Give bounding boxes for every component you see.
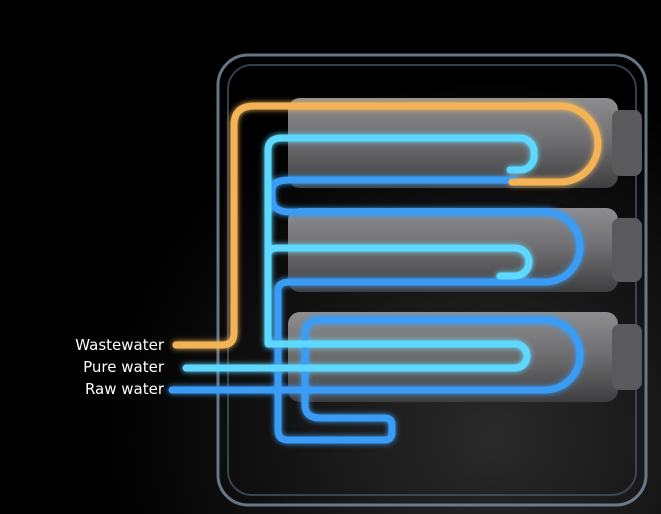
filter-cartridge-top: [288, 98, 618, 188]
filter-cartridge-bottom: [288, 312, 618, 402]
pure-water-label: Pure water: [83, 358, 164, 376]
raw-water-pipe: [168, 176, 584, 444]
wastewater-pipe: [172, 102, 602, 349]
raw-water-label: Raw water: [84, 380, 164, 398]
housing-frame: [216, 53, 648, 507]
filter-cartridges: [288, 98, 642, 402]
pure-water-pipe: [182, 134, 538, 372]
wastewater-label: Wastewater: [75, 336, 164, 354]
